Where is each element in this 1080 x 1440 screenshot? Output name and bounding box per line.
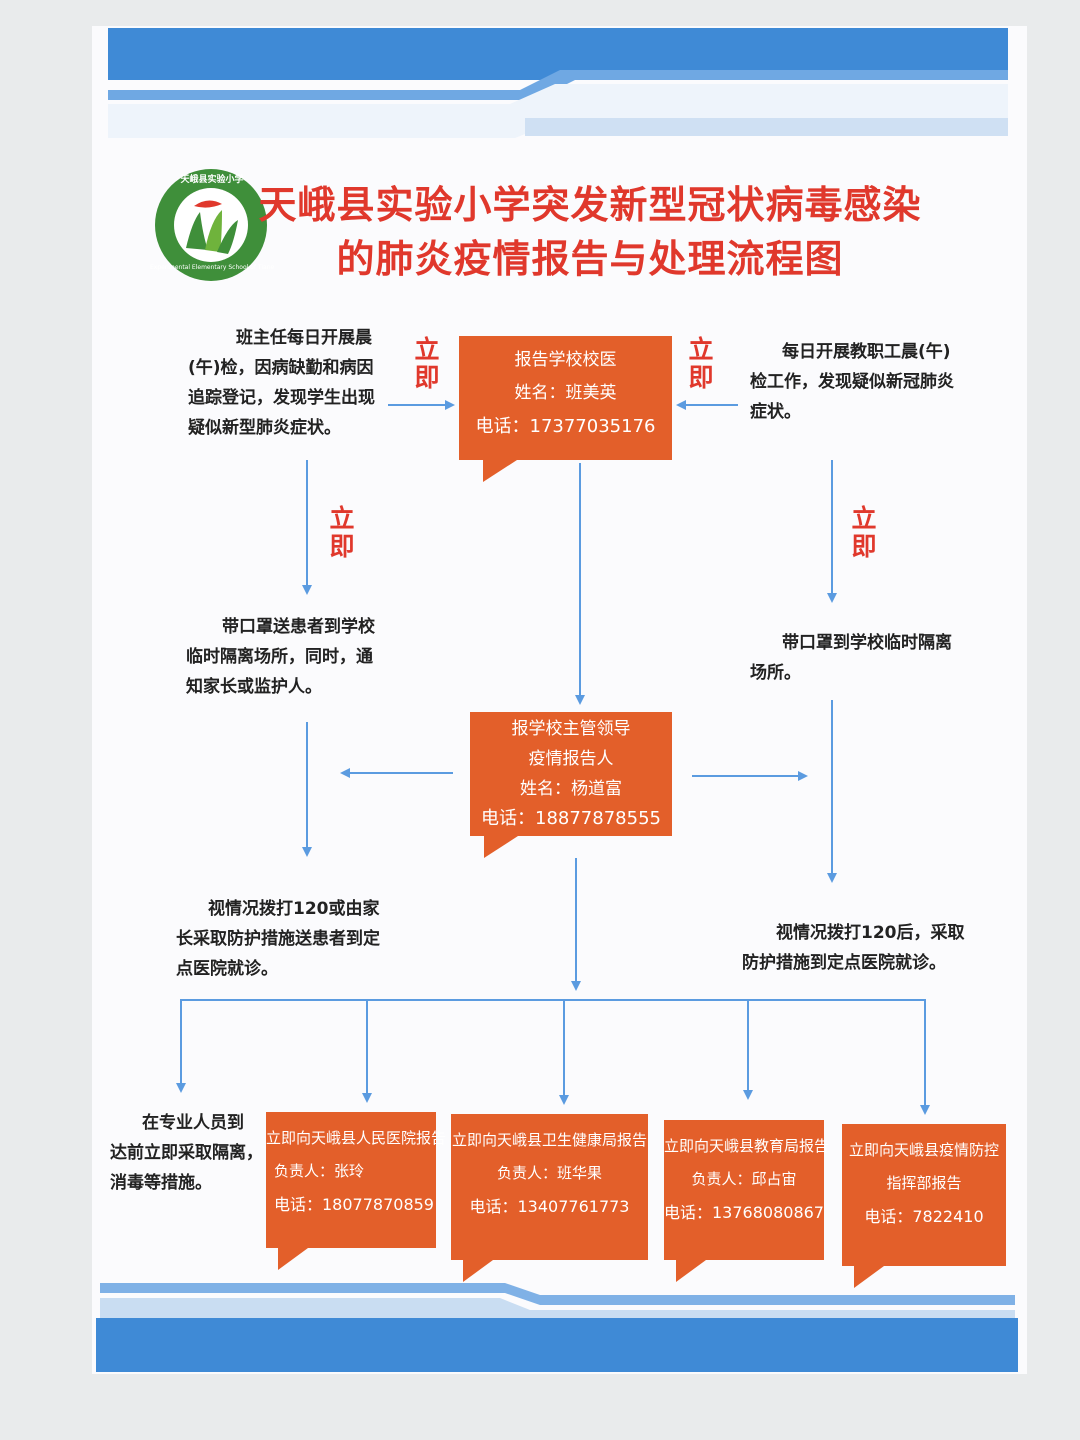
top-band <box>108 28 1008 138</box>
left-text-2: 带口罩送患者到学校 临时隔离场所，同时，通 知家长或监护人。 <box>186 617 375 697</box>
box-leader: 报学校主管领导 疫情报告人 姓名：杨道富 电话：18877878555 <box>470 712 672 858</box>
left-text-3: 视情况拨打120或由家 长采取防护措施送患者到定 点医院就诊。 <box>176 899 380 979</box>
immediately-label-3: 立即 <box>329 504 355 561</box>
logo-ring-text-top: 天峨县实验小学 <box>180 175 244 185</box>
page-title-line2: 的肺炎疫情报告与处理流程图 <box>336 237 844 281</box>
box-school-doctor: 报告学校校医 姓名：班美英 电话：17377035176 <box>459 336 672 482</box>
school-logo <box>155 169 267 281</box>
immediately-label-2: 立即 <box>688 335 714 392</box>
box-county-hospital: 立即向天峨县人民医院报告 负责人：张玲 电话：18077870859 <box>266 1112 446 1270</box>
page-title-line1: 天峨县实验小学突发新型冠状病毒感染 <box>258 183 922 227</box>
right-text-1: 每日开展教职工晨(午) 检工作，发现疑似新冠肺炎 症状。 <box>750 342 954 422</box>
bottom-left-text: 在专业人员到 达前立即采取隔离， 消毒等措施。 <box>110 1113 263 1193</box>
right-text-2: 带口罩到学校临时隔离 场所。 <box>750 633 952 683</box>
immediately-label-4: 立即 <box>851 504 877 561</box>
logo-ring-text-bottom: Experimental Elementary School of Tiane <box>150 264 274 271</box>
left-text-1: 班主任每日开展晨 (午)检，因病缺勤和病因 追踪登记，发现学生出现 疑似新型肺炎… <box>188 328 375 438</box>
right-text-3: 视情况拨打120后，采取 防护措施到定点医院就诊。 <box>742 923 965 973</box>
immediately-label-1: 立即 <box>414 335 440 392</box>
box-education-bureau: 立即向天峨县教育局报告 负责人：邱占宙 电话：13768080867 <box>664 1120 829 1282</box>
distribution-bus <box>180 999 926 1110</box>
box-epidemic-command: 立即向天峨县疫情防控 指挥部报告 电话：7822410 <box>842 1124 1006 1288</box>
bottom-band <box>96 1283 1018 1372</box>
box-health-bureau: 立即向天峨县卫生健康局报告 负责人：班华果 电话：13407761773 <box>451 1114 648 1282</box>
